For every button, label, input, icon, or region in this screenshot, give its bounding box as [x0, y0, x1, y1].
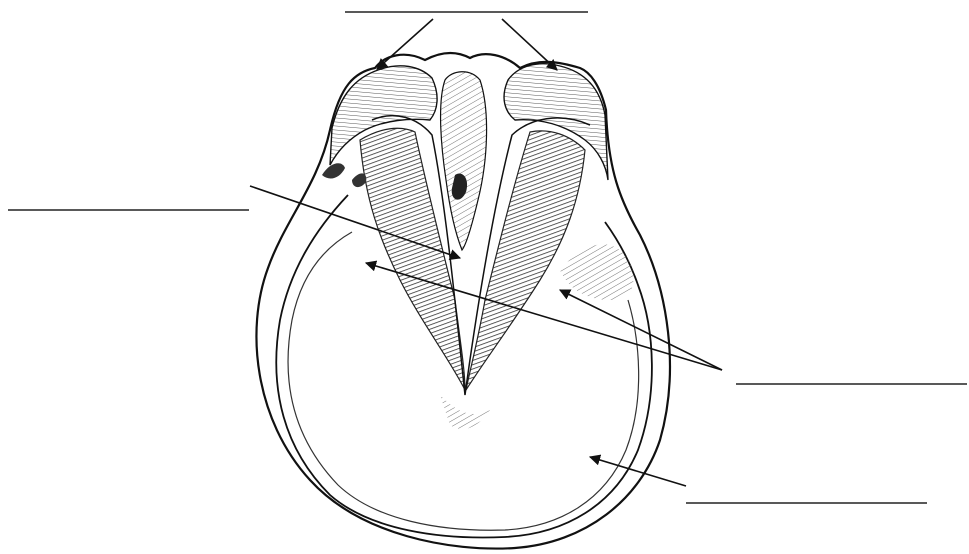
hoof-illustration — [256, 53, 669, 549]
